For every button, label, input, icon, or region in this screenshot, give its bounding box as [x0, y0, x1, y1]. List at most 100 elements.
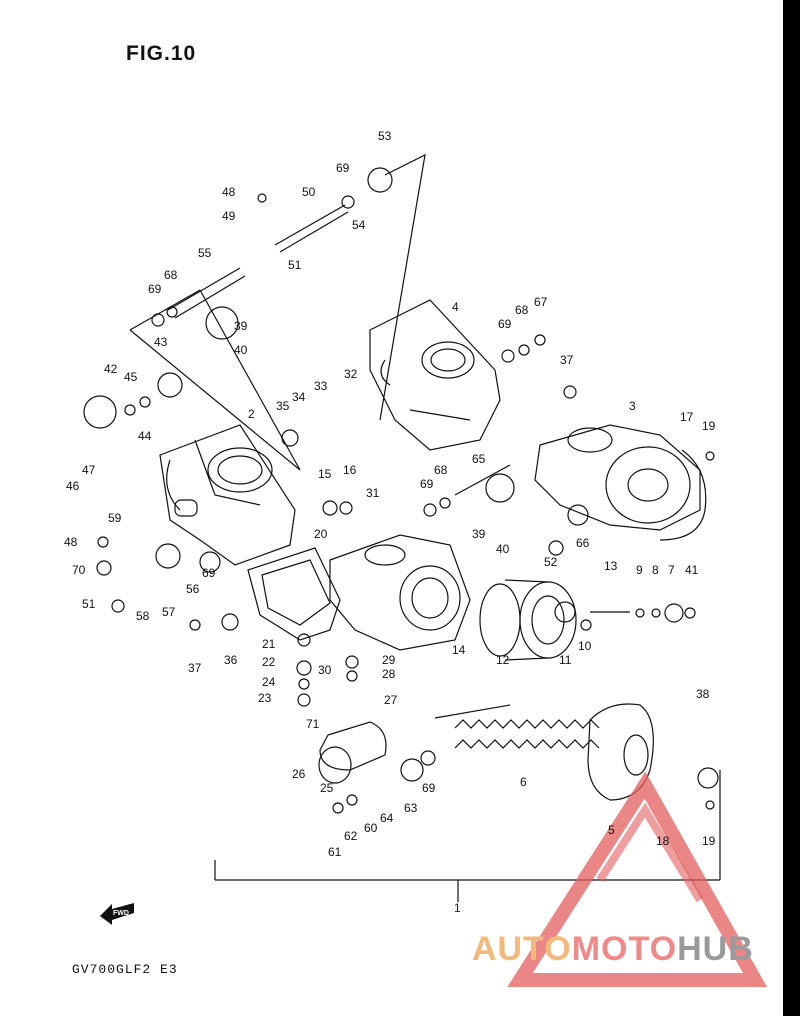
part-callout: 44 [138, 429, 152, 443]
part-callout: 20 [314, 527, 328, 541]
part-callout: 10 [578, 639, 592, 653]
part-callout: 1 [454, 901, 461, 915]
part-callout: 5 [608, 823, 615, 837]
part-callout: 71 [306, 717, 320, 731]
part-callout: 55 [198, 246, 212, 260]
part-callout: 53 [378, 129, 392, 143]
part-callout: 69 [336, 161, 350, 175]
part-callout: 40 [496, 542, 510, 556]
cap-39 [205, 306, 239, 340]
part-callout: 24 [262, 675, 276, 689]
part-callout: 11 [559, 653, 572, 667]
part-callout: 58 [136, 609, 150, 623]
part-callout: 2 [248, 407, 255, 421]
right-border-bar [783, 0, 800, 1016]
shaft-65 [454, 464, 511, 496]
part-callout: 56 [186, 582, 200, 596]
fwd-label: FWD [113, 910, 129, 917]
vacuum-piston [479, 579, 577, 661]
part-callout: 63 [404, 801, 418, 815]
part-callout: 61 [328, 845, 342, 859]
part-callout: 32 [344, 367, 358, 381]
part-callout: 6 [520, 775, 527, 789]
part-callout: 67 [534, 295, 548, 309]
part-callout: 59 [108, 511, 122, 525]
part-callout: 52 [544, 555, 558, 569]
figure-title: FIG.10 [126, 42, 197, 65]
carburetor-body-left [159, 424, 296, 566]
part-callout: 15 [318, 467, 332, 481]
part-callout: 34 [292, 390, 306, 404]
part-callout: 70 [72, 563, 86, 577]
watermark-part1: AUTO [472, 930, 572, 968]
carburetor-body-center [329, 534, 471, 651]
part-callout: 64 [380, 811, 394, 825]
part-callout: 21 [262, 637, 276, 651]
part-callout: 41 [685, 563, 699, 577]
fwd-arrow-icon: FWD [100, 903, 134, 925]
part-callout: 51 [82, 597, 96, 611]
part-callout: 12 [496, 653, 510, 667]
part-callout: 7 [668, 563, 675, 577]
part-callout: 3 [629, 399, 636, 413]
seal-35 [281, 429, 299, 447]
part-callout: 30 [318, 663, 332, 677]
watermark-triangle-icon [507, 771, 767, 987]
part-callout: 4 [452, 300, 459, 314]
part-callout: 33 [314, 379, 328, 393]
part-callout: 48 [64, 535, 78, 549]
part-callout: 50 [302, 185, 316, 199]
part-callout: 25 [320, 781, 334, 795]
part-callout: 49 [222, 209, 236, 223]
part-callout: 14 [452, 643, 466, 657]
part-callout: 19 [702, 419, 716, 433]
part-callout: 36 [224, 653, 238, 667]
top-cover [587, 703, 654, 801]
part-callout: 35 [276, 399, 290, 413]
float [318, 721, 387, 784]
part-callout: 45 [124, 370, 138, 384]
cap-7 [664, 603, 684, 623]
part-callout: 19 [702, 834, 716, 848]
float-chamber-right [534, 424, 701, 531]
part-callout: 68 [434, 463, 448, 477]
part-callout: 39 [234, 319, 248, 333]
part-callout: 69 [420, 477, 434, 491]
part-callout: 18 [656, 834, 670, 848]
part-callout: 51 [288, 258, 302, 272]
part-callout: 39 [472, 527, 486, 541]
lever-42 [83, 395, 117, 429]
shaft-50 [274, 204, 346, 246]
part-callout: 57 [162, 605, 176, 619]
watermark-part3: HUB [677, 930, 754, 968]
diaphragm-spring [454, 719, 600, 749]
part-callout: 13 [604, 559, 618, 573]
part-callout: 43 [154, 335, 168, 349]
part-callout: 31 [366, 486, 380, 500]
part-callout: 29 [382, 653, 396, 667]
o-ring [151, 313, 165, 327]
spring-53 [367, 167, 393, 193]
carburetor-body-upper [369, 299, 501, 451]
part-callout: 48 [222, 185, 236, 199]
part-callout: 40 [234, 343, 248, 357]
part-callout: 54 [352, 218, 366, 232]
gasket [659, 449, 707, 541]
part-callout: 68 [515, 303, 529, 317]
part-callout: 69 [498, 317, 512, 331]
part-callout: 9 [636, 563, 643, 577]
part-callout: 69 [422, 781, 436, 795]
part-callout: 62 [344, 829, 358, 843]
part-callout: 69 [202, 566, 216, 580]
part-callout: 66 [576, 536, 590, 550]
part-callout: 47 [82, 463, 96, 477]
part-callout: 60 [364, 821, 378, 835]
watermark-text: AUTOMOTOHUB [472, 930, 754, 969]
part-callout: 22 [262, 655, 276, 669]
watermark-part2: MOTO [571, 930, 678, 968]
part-callout: 23 [258, 691, 272, 705]
part-callout: 28 [382, 667, 396, 681]
part-callout: 27 [384, 693, 398, 707]
